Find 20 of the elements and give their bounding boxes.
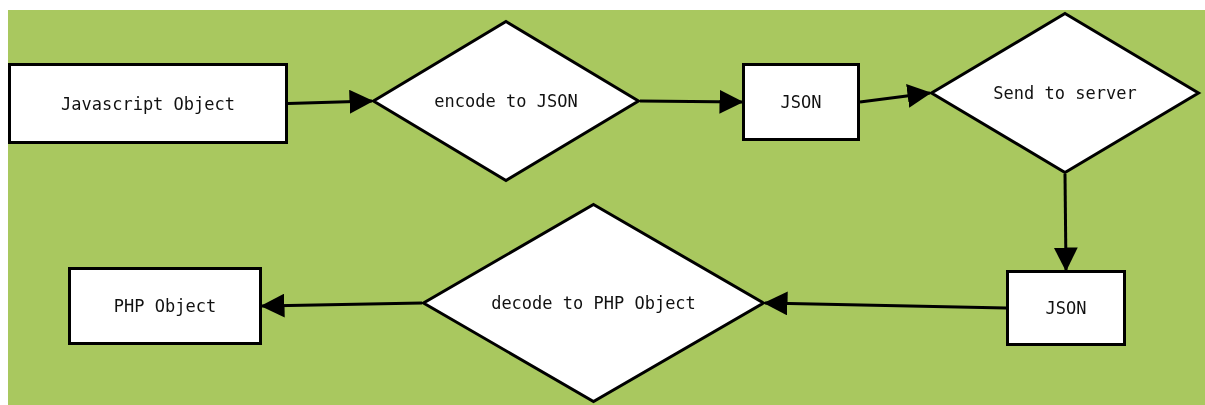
node-label: PHP Object — [113, 296, 217, 316]
process-box — [8, 63, 288, 144]
node-label: JSON — [1045, 298, 1087, 318]
decision-diamond — [422, 203, 765, 403]
process-box — [1006, 270, 1126, 346]
arrow — [287, 89, 374, 114]
process-box — [68, 267, 262, 345]
node-label: decode to PHP Object — [491, 293, 696, 313]
node-label: Javascript Object — [61, 93, 235, 114]
arrow — [640, 89, 744, 114]
decision-diamond — [930, 12, 1200, 174]
process-box — [742, 63, 860, 141]
arrow — [859, 83, 932, 108]
node-label: Send to server — [993, 83, 1137, 103]
arrow — [763, 291, 1007, 316]
node-label: encode to JSON — [434, 91, 578, 111]
arrow — [1053, 174, 1078, 272]
decision-diamond — [372, 20, 640, 182]
node-label: JSON — [780, 92, 822, 112]
arrow — [260, 293, 423, 318]
